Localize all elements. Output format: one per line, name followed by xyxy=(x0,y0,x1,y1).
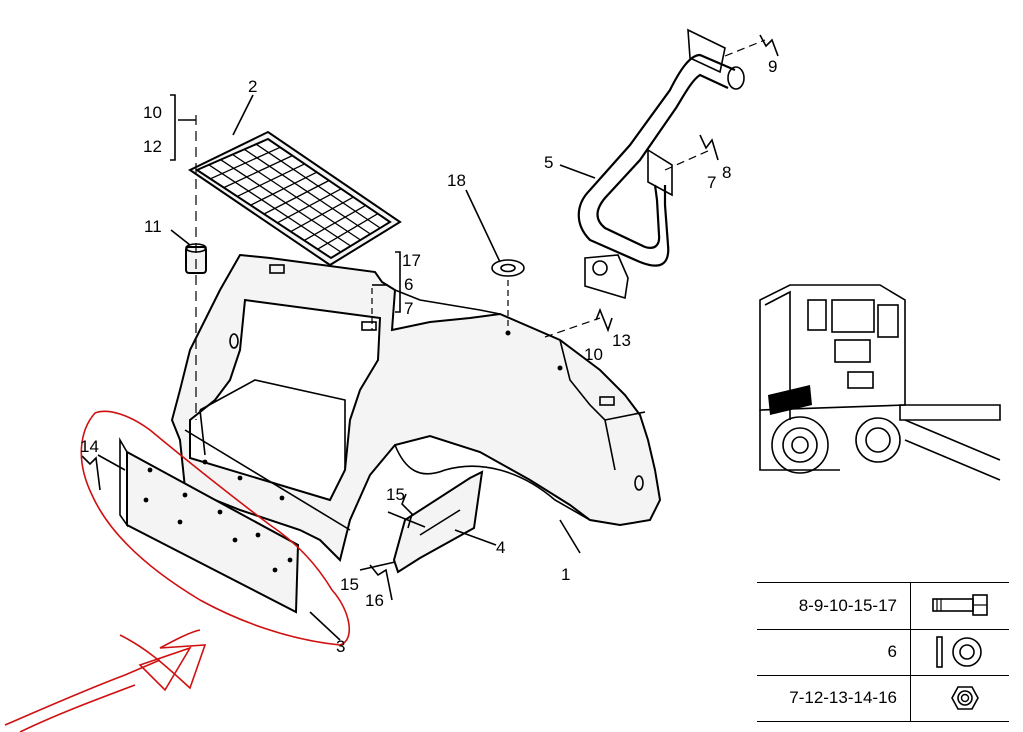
mounting-hole xyxy=(255,532,261,538)
mounting-hole xyxy=(287,557,293,563)
grommet xyxy=(491,259,525,277)
mounting-hole xyxy=(232,537,238,543)
callout-9: 9 xyxy=(768,57,777,76)
fastener-legend: 8-9-10-15-17 6 7-12-13-14-16 xyxy=(757,582,1009,723)
mud-flap xyxy=(119,429,351,614)
mounting-hole xyxy=(147,467,153,473)
callout-10a: 10 xyxy=(143,103,162,122)
grating-bar xyxy=(255,143,381,229)
step-grating xyxy=(188,130,402,267)
mounting-hole xyxy=(217,509,223,515)
callout-10b: 10 xyxy=(584,345,603,364)
bolt-icon xyxy=(910,583,1009,629)
callout-7a: 7 xyxy=(707,173,716,192)
callout-2: 2 xyxy=(248,77,257,96)
legend-code: 8-9-10-15-17 xyxy=(798,596,897,615)
callout-18: 18 xyxy=(447,171,466,190)
leader-lines xyxy=(81,34,779,641)
legend-row-nut: 7-12-13-14-16 xyxy=(757,675,1009,722)
legend-row-bolt: 8-9-10-15-17 xyxy=(757,583,1009,630)
callout-15a: 15 xyxy=(386,485,405,504)
callout-16: 16 xyxy=(365,591,384,610)
callout-17: 17 xyxy=(402,251,421,270)
callout-8: 8 xyxy=(722,163,731,182)
grating-bar xyxy=(232,153,361,241)
truck-thumbnail-image xyxy=(759,284,1001,481)
mounting-hole xyxy=(177,519,183,525)
callout-13: 13 xyxy=(612,331,631,350)
grating-bar xyxy=(243,148,371,235)
mounting-hole xyxy=(143,497,149,503)
legend-code: 6 xyxy=(887,642,897,661)
callout-14: 14 xyxy=(80,437,99,456)
mounting-hole xyxy=(202,459,208,465)
flap-bracket xyxy=(392,470,484,574)
callout-labels: 1 2 3 4 5 7 8 9 10 12 11 17 6 7 18 10 13… xyxy=(80,57,777,656)
callout-6: 6 xyxy=(404,275,413,294)
mounting-hole xyxy=(279,495,285,501)
legend-row-washer: 6 xyxy=(757,629,1009,676)
washer-icon xyxy=(910,629,1009,675)
grab-handle xyxy=(577,28,745,300)
nut-icon xyxy=(910,675,1009,721)
mounting-hole xyxy=(237,475,243,481)
red-markup-annotation xyxy=(4,410,350,732)
grating-bar xyxy=(220,159,352,247)
callout-15b: 15 xyxy=(340,575,359,594)
mounting-hole xyxy=(272,567,278,573)
assembly-lines xyxy=(195,39,766,420)
callout-4: 4 xyxy=(496,538,505,557)
callout-1: 1 xyxy=(561,565,570,584)
callout-11: 11 xyxy=(144,217,162,236)
callout-12: 12 xyxy=(143,137,162,156)
grating-bar xyxy=(208,164,342,253)
callout-5: 5 xyxy=(544,153,553,172)
legend-code: 7-12-13-14-16 xyxy=(789,688,897,707)
fender-assembly xyxy=(170,253,662,562)
callout-7b: 7 xyxy=(404,299,413,318)
mounting-hole xyxy=(182,492,188,498)
callout-3: 3 xyxy=(336,637,345,656)
